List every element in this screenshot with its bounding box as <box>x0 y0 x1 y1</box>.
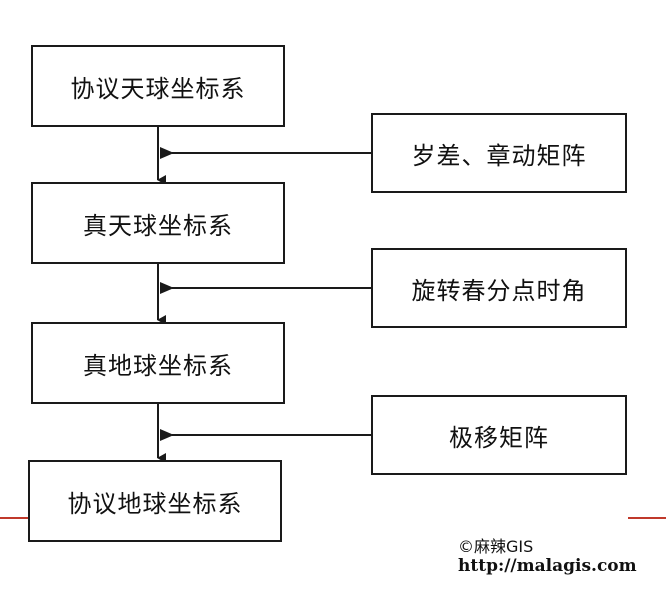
transform-box-polar-motion: 极移矩阵 <box>371 395 627 475</box>
transform-box-sidereal-rotation: 旋转春分点时角 <box>371 248 627 328</box>
watermark-url: http://malagis.com <box>458 556 637 576</box>
flow-box-true-terrestrial: 真地球坐标系 <box>31 322 285 404</box>
watermark-text: ©麻辣GIS <box>458 537 534 556</box>
flow-box-label: 协议地球坐标系 <box>67 489 243 518</box>
flow-box-label: 协议天球坐标系 <box>70 74 246 103</box>
flow-box-true-celestial: 真天球坐标系 <box>31 182 285 264</box>
transform-box-label: 岁差、章动矩阵 <box>411 141 587 170</box>
transform-box-label: 旋转春分点时角 <box>411 276 587 305</box>
transform-box-label: 极移矩阵 <box>449 423 549 452</box>
transform-box-precession-nutation: 岁差、章动矩阵 <box>371 113 627 193</box>
flow-box-conventional-celestial: 协议天球坐标系 <box>31 45 285 127</box>
flow-box-conventional-terrestrial: 协议地球坐标系 <box>28 460 282 542</box>
flow-box-label: 真天球坐标系 <box>83 211 233 240</box>
flow-box-label: 真地球坐标系 <box>83 351 233 380</box>
